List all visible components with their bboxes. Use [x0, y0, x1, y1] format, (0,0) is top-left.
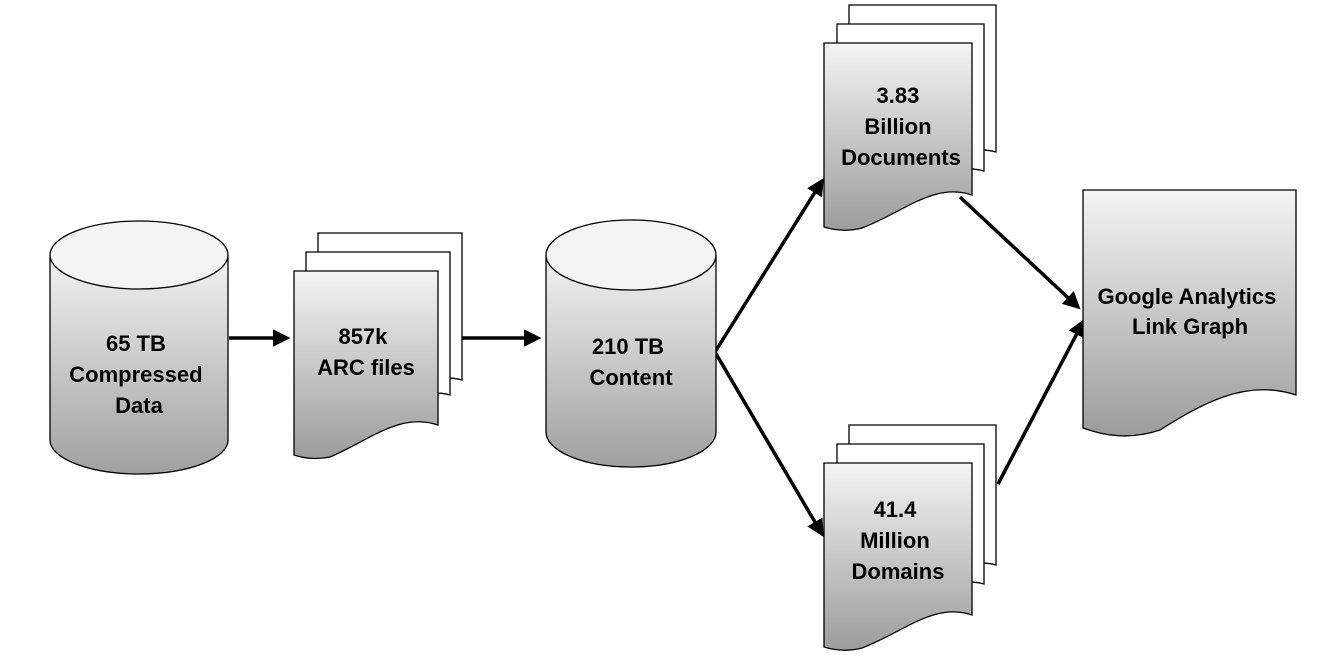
- link-graph-line-2: Link Graph: [1132, 314, 1248, 339]
- documents-line-2: Billion: [864, 114, 931, 139]
- arrow-content-to-domains: [713, 351, 824, 538]
- documents-document-stack: 3.83 Billion Documents: [823, 4, 997, 231]
- arrow-content-to-documents: [713, 178, 824, 353]
- svg-text:Google Analytics Link Gr: Google Analytics Link Graph: [1097, 284, 1282, 339]
- link-graph-document: Google Analytics Link Graph: [1082, 189, 1297, 437]
- svg-text:857k ARC files: 857k ARC files: [317, 324, 415, 380]
- arc-line-1: 857k: [338, 324, 388, 349]
- documents-line-1: 3.83: [877, 83, 920, 108]
- compressed-data-cylinder: 65 TB Compressed Data: [49, 220, 229, 475]
- compressed-line-2: Compressed: [69, 362, 202, 387]
- arc-files-document-stack: 857k ARC files: [293, 232, 463, 460]
- arrow-domains-to-graph: [996, 318, 1085, 485]
- domains-line-3: Domains: [852, 559, 945, 584]
- domains-document-stack: 41.4 Million Domains: [823, 424, 997, 651]
- connectors: [229, 178, 1085, 538]
- content-cylinder: 210 TB Content: [545, 219, 717, 468]
- svg-text:3.83 Billion Docum: 3.83 Billion Documents: [841, 83, 961, 170]
- svg-text:65 TB Compressed D: 65 TB Compressed Data: [69, 331, 208, 418]
- compressed-line-3: Data: [115, 393, 163, 418]
- content-line-1: 210 TB: [592, 334, 664, 359]
- compressed-line-1: 65 TB: [106, 331, 166, 356]
- arrow-documents-to-graph: [958, 195, 1081, 310]
- domains-line-2: Million: [860, 528, 930, 553]
- svg-text:41.4 Million Domai: 41.4 Million Domains: [852, 497, 945, 584]
- documents-line-3: Documents: [841, 145, 961, 170]
- domains-line-1: 41.4: [874, 497, 918, 522]
- content-line-2: Content: [589, 365, 673, 390]
- arc-line-2: ARC files: [317, 355, 415, 380]
- link-graph-line-1: Google Analytics: [1097, 284, 1276, 309]
- svg-text:210 TB Content: 210 TB Content: [589, 334, 673, 390]
